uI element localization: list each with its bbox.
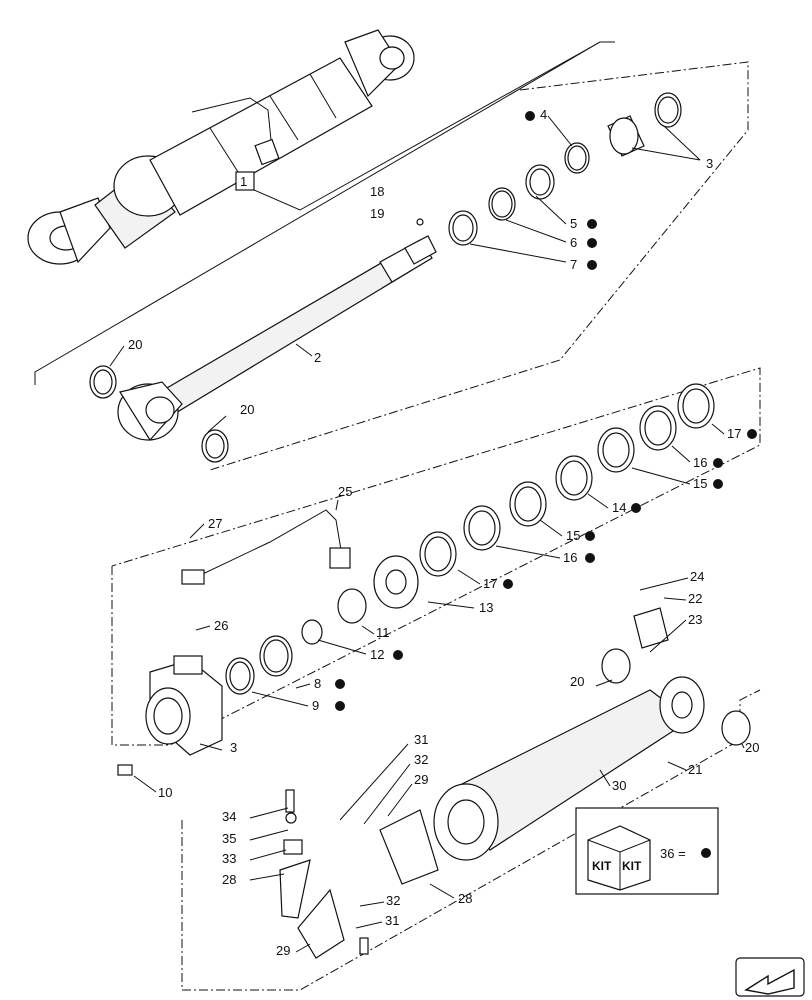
callout-2: 2 <box>314 350 321 365</box>
callout-labels: 1 2 3 3 4 5 6 7 8 9 10 11 12 13 14 15 15… <box>128 107 759 958</box>
kit-dot-17b <box>747 429 757 439</box>
callout-13: 13 <box>479 600 493 615</box>
kit-legend-text: 36 = <box>660 846 686 861</box>
callout-box-1 <box>235 171 255 191</box>
kit-dot-14 <box>631 503 641 513</box>
callout-29a: 29 <box>414 772 428 787</box>
callout-25: 25 <box>338 484 352 499</box>
kit-dot-6 <box>587 238 597 248</box>
kit-dot-17a <box>503 579 513 589</box>
callout-34: 34 <box>222 809 236 824</box>
callout-33: 33 <box>222 851 236 866</box>
callout-1: 1 <box>240 174 247 189</box>
callout-35: 35 <box>222 831 236 846</box>
callout-3-head: 3 <box>230 740 237 755</box>
callout-11: 11 <box>376 625 390 640</box>
callout-7: 7 <box>570 257 577 272</box>
kit-dot-16a <box>585 553 595 563</box>
callout-23: 23 <box>688 612 702 627</box>
callout-26: 26 <box>214 618 228 633</box>
cylinder-head <box>145 655 223 756</box>
callout-10: 10 <box>158 785 172 800</box>
kit-dot-9 <box>335 701 345 711</box>
callout-15b: 15 <box>693 476 707 491</box>
callout-4: 4 <box>540 107 547 122</box>
callout-30: 30 <box>612 778 626 793</box>
callout-14: 14 <box>612 500 626 515</box>
callout-24: 24 <box>690 569 704 584</box>
kit-dot-4 <box>525 111 535 121</box>
callout-32b: 32 <box>386 893 400 908</box>
kit-dot-7 <box>587 260 597 270</box>
callout-5: 5 <box>570 216 577 231</box>
callout-20d: 20 <box>745 740 759 755</box>
next-page-button[interactable] <box>735 957 805 997</box>
callout-32a: 32 <box>414 752 428 767</box>
callout-17b: 17 <box>727 426 741 441</box>
arrow-icon <box>744 968 795 995</box>
callout-27: 27 <box>208 516 222 531</box>
callout-21: 21 <box>688 762 702 777</box>
callout-31b: 31 <box>385 913 399 928</box>
kit-marker-dots <box>335 111 757 711</box>
kit-legend-dot <box>701 848 711 858</box>
callout-16b: 16 <box>693 455 707 470</box>
assembly-panel-outline <box>34 41 749 471</box>
callout-3-top: 3 <box>706 156 713 171</box>
callout-31a: 31 <box>414 732 428 747</box>
lower-panel-outline <box>181 689 761 991</box>
piston-rod <box>117 218 437 441</box>
kit-label-left: KIT <box>592 859 612 873</box>
cylinder-barrel-30 <box>433 607 751 861</box>
kit-box-icon <box>587 825 651 891</box>
callout-28b: 28 <box>458 891 472 906</box>
callout-9: 9 <box>312 698 319 713</box>
callout-16a: 16 <box>563 550 577 565</box>
leader-lines <box>109 41 745 953</box>
kit-dot-15a <box>585 531 595 541</box>
callout-22: 22 <box>688 591 702 606</box>
kit-dot-8 <box>335 679 345 689</box>
callout-6: 6 <box>570 235 577 250</box>
callout-15a: 15 <box>566 528 580 543</box>
clamp-parts <box>117 764 439 959</box>
callout-20b: 20 <box>240 402 254 417</box>
callout-12: 12 <box>370 647 384 662</box>
kit-dot-5 <box>587 219 597 229</box>
seal-rings-top <box>89 92 682 463</box>
callout-19: 19 <box>370 206 384 221</box>
callout-29b: 29 <box>276 943 290 958</box>
callout-17a: 17 <box>483 576 497 591</box>
callout-20a: 20 <box>128 337 142 352</box>
callout-20c: 20 <box>570 674 584 689</box>
kit-dot-12 <box>393 650 403 660</box>
cylinder-assembly-illustration <box>27 29 415 265</box>
tube-assembly-25 <box>181 509 351 585</box>
kit-dot-16b <box>713 458 723 468</box>
callout-18: 18 <box>370 184 384 199</box>
callout-8: 8 <box>314 676 321 691</box>
callout-28a: 28 <box>222 872 236 887</box>
kit-legend: KIT KIT 36 = <box>575 807 719 895</box>
kit-label-right: KIT <box>622 859 642 873</box>
kit-dot-15b <box>713 479 723 489</box>
middle-panel-outline <box>111 367 761 746</box>
piston-and-rings <box>225 383 715 695</box>
